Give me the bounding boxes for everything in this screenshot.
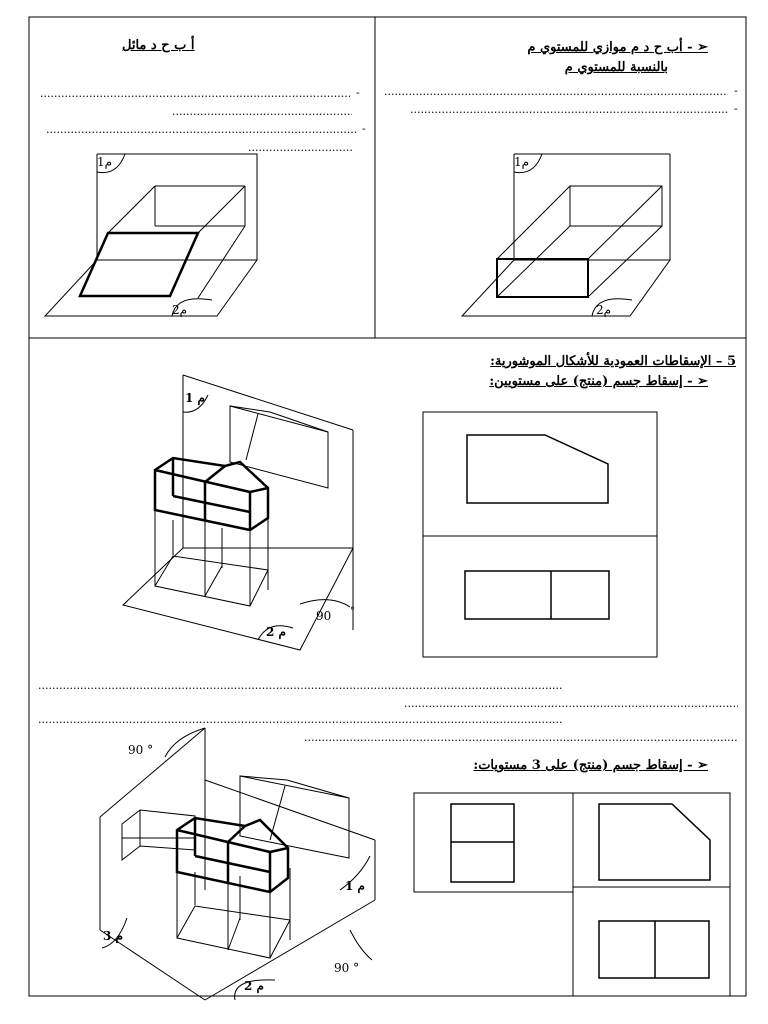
sub-heading-text: - إسقاط جسم (منتج) على مستويين: (489, 374, 693, 389)
label-m1: 1م (514, 155, 529, 169)
sub-heading-text: - إسقاط جسم (منتج) على 3 مستويات: (473, 758, 693, 773)
label-m2: م2 (172, 303, 187, 317)
label-m1: 1 م (185, 391, 205, 406)
label-m3: 3 م (103, 929, 123, 944)
angle-label: 90 ° (128, 743, 153, 757)
dotted-line: ........................................… (384, 86, 728, 98)
figure-two-planes (121, 374, 354, 651)
right-heading: ➢ - أب ح د م موازي للمستوي م (527, 40, 708, 55)
dash: - (734, 102, 738, 115)
page-frame (28, 16, 747, 997)
bullet: ➢ (697, 374, 708, 389)
bullet: ➢ (697, 40, 708, 55)
section5-heading: 5 – الإسقاطات العمودية للأشكال الموشورية… (490, 354, 736, 369)
figure-parallel (460, 153, 671, 317)
dotted-line: ........................................… (38, 714, 563, 726)
label-m2: م 2 (266, 625, 286, 640)
dotted-line: ........................................… (46, 124, 358, 136)
dotted-line: ........................................… (172, 106, 352, 118)
section-three-subheading: ➢ - إسقاط جسم (منتج) على 3 مستويات: (473, 758, 708, 773)
dotted-line: ........................................… (304, 732, 738, 744)
right-heading-text: - أب ح د م موازي للمستوي م (527, 40, 693, 55)
bullet: ➢ (697, 758, 708, 773)
section5-subheading: ➢ - إسقاط جسم (منتج) على مستويين: (489, 374, 708, 389)
dotted-line: ........................................… (410, 104, 728, 116)
figure-three-planes (99, 727, 376, 1001)
label-m1: 1 م (345, 879, 365, 894)
figure-inclined (43, 153, 258, 317)
degree-label: ° (350, 606, 355, 617)
label-m2: م2 (596, 303, 611, 317)
dotted-line: ........................................… (404, 698, 738, 710)
dash: - (734, 84, 738, 97)
dash: - (362, 122, 366, 135)
orthographic-views-2 (422, 411, 658, 658)
left-heading: أ ب ح د مائل (122, 38, 195, 53)
label-m2: 2 م (244, 979, 264, 994)
angle-label: 90 (316, 609, 331, 623)
label-m1: 1م (97, 155, 112, 169)
orthographic-views-3 (413, 792, 731, 997)
right-heading-line2: بالنسبة للمستوي م (564, 60, 668, 75)
dotted-line: ........................................… (40, 88, 350, 100)
dash: - (356, 86, 360, 99)
dotted-line: ........................................… (38, 680, 563, 692)
dotted-line: ........................................… (248, 142, 352, 154)
angle-label: 90 ° (334, 961, 359, 975)
